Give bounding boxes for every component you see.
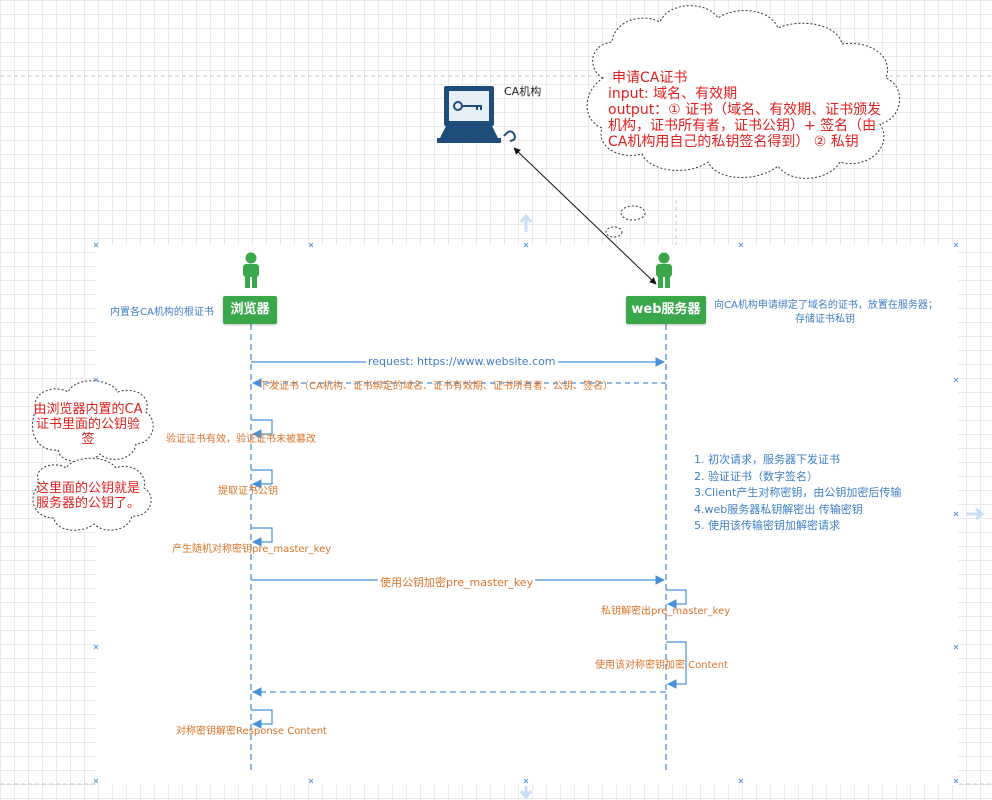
ca-cloud-line: 机构，证书所有者，证书公钥）+ 签名（由 (608, 118, 877, 134)
ca-cloud-text: 申请CA证书 input: 域名、有效期 output：① 证书（域名、有效期、… (608, 70, 881, 150)
decrypt-loop (251, 709, 273, 729)
summary-step: 2. 验证证书（数字签名） (694, 469, 818, 483)
generate-step-label: 产生随机对称密钥pre_master_key (172, 544, 332, 555)
summary-step: 1. 初次请求，服务器下发证书 (694, 453, 840, 466)
server-encrypt-loop (666, 641, 687, 689)
public-key-red-line: 服务器的公钥了。 (35, 496, 140, 511)
summary-steps: 1. 初次请求，服务器下发证书 2. 验证证书（数字签名） 3.Client产生… (694, 452, 901, 535)
generate-loop (251, 527, 273, 547)
handle-arrow-right[interactable] (966, 507, 985, 521)
handle-arrow-top[interactable] (519, 213, 533, 232)
verify-step-label: 验证证书有效，验证证书未被篡改 (166, 434, 316, 445)
browser-person-icon (243, 252, 259, 288)
browser-actor-box[interactable]: 浏览器 (223, 296, 277, 324)
server-person-icon (656, 252, 672, 288)
extract-loop (251, 469, 273, 489)
server-note-line1: 向CA机构申请绑定了域名的证书，放置在服务器； (714, 300, 938, 311)
encrypt-key-label: 使用公钥加密pre_master_key (378, 574, 536, 590)
ca-cloud-line: output：① 证书（域名、有效期、证书颁发 (608, 102, 882, 118)
server-decrypt-loop (666, 589, 687, 609)
verify-loop (251, 419, 273, 439)
decrypt-step-label: 对称密钥解密Response Content (176, 726, 327, 737)
server-encrypt-label: 使用该对称密钥加密 Content (595, 660, 728, 671)
ca-cloud-line: CA机构用自己的私钥签名得到） ② 私钥 (608, 134, 859, 150)
ca-cloud-line: input: 域名、有效期 (608, 86, 738, 102)
ca-server-arrow (513, 147, 657, 285)
verify-red-line: 由浏览器内置的CA (33, 402, 143, 417)
public-key-red-note: 这里面的公钥就是 服务器的公钥了。 (26, 481, 150, 511)
browser-thought-cloud (31, 380, 154, 531)
verify-red-line: 签 (81, 432, 95, 447)
server-actor-box[interactable]: web服务器 (626, 296, 706, 324)
handle-arrow-bottom[interactable] (519, 786, 533, 800)
public-key-red-line: 这里面的公钥就是 (35, 481, 140, 496)
ca-cloud-line: 申请CA证书 (612, 70, 688, 86)
verify-red-note: 由浏览器内置的CA 证书里面的公钥验 签 (26, 402, 150, 447)
ca-label: CA机构 (504, 85, 542, 98)
diagram-panel (96, 245, 958, 785)
panel-markers (93, 242, 959, 784)
request-label: request: https://www.website.com (366, 355, 558, 368)
summary-step: 4.web服务器私钥解密出 传输密钥 (694, 502, 863, 516)
issue-cert-label: 下发证书（CA机构、证书绑定的域名、证书有效期、证书所有者、公钥、签名） (259, 381, 613, 392)
extract-step-label: 提取证书公钥 (218, 486, 278, 497)
ca-computer-icon (437, 86, 516, 143)
browser-root-cert-note: 内置各CA机构的根证书 (110, 307, 214, 318)
server-note-line2: 存储证书私钥 (795, 314, 855, 325)
verify-red-line: 证书里面的公钥验 (35, 417, 140, 432)
summary-step: 3.Client产生对称密钥，由公钥加密后传输 (694, 486, 902, 499)
server-decrypt-label: 私钥解密出pre_master_key (601, 606, 731, 617)
summary-step: 5. 使用该传输密钥加解密请求 (694, 519, 840, 532)
